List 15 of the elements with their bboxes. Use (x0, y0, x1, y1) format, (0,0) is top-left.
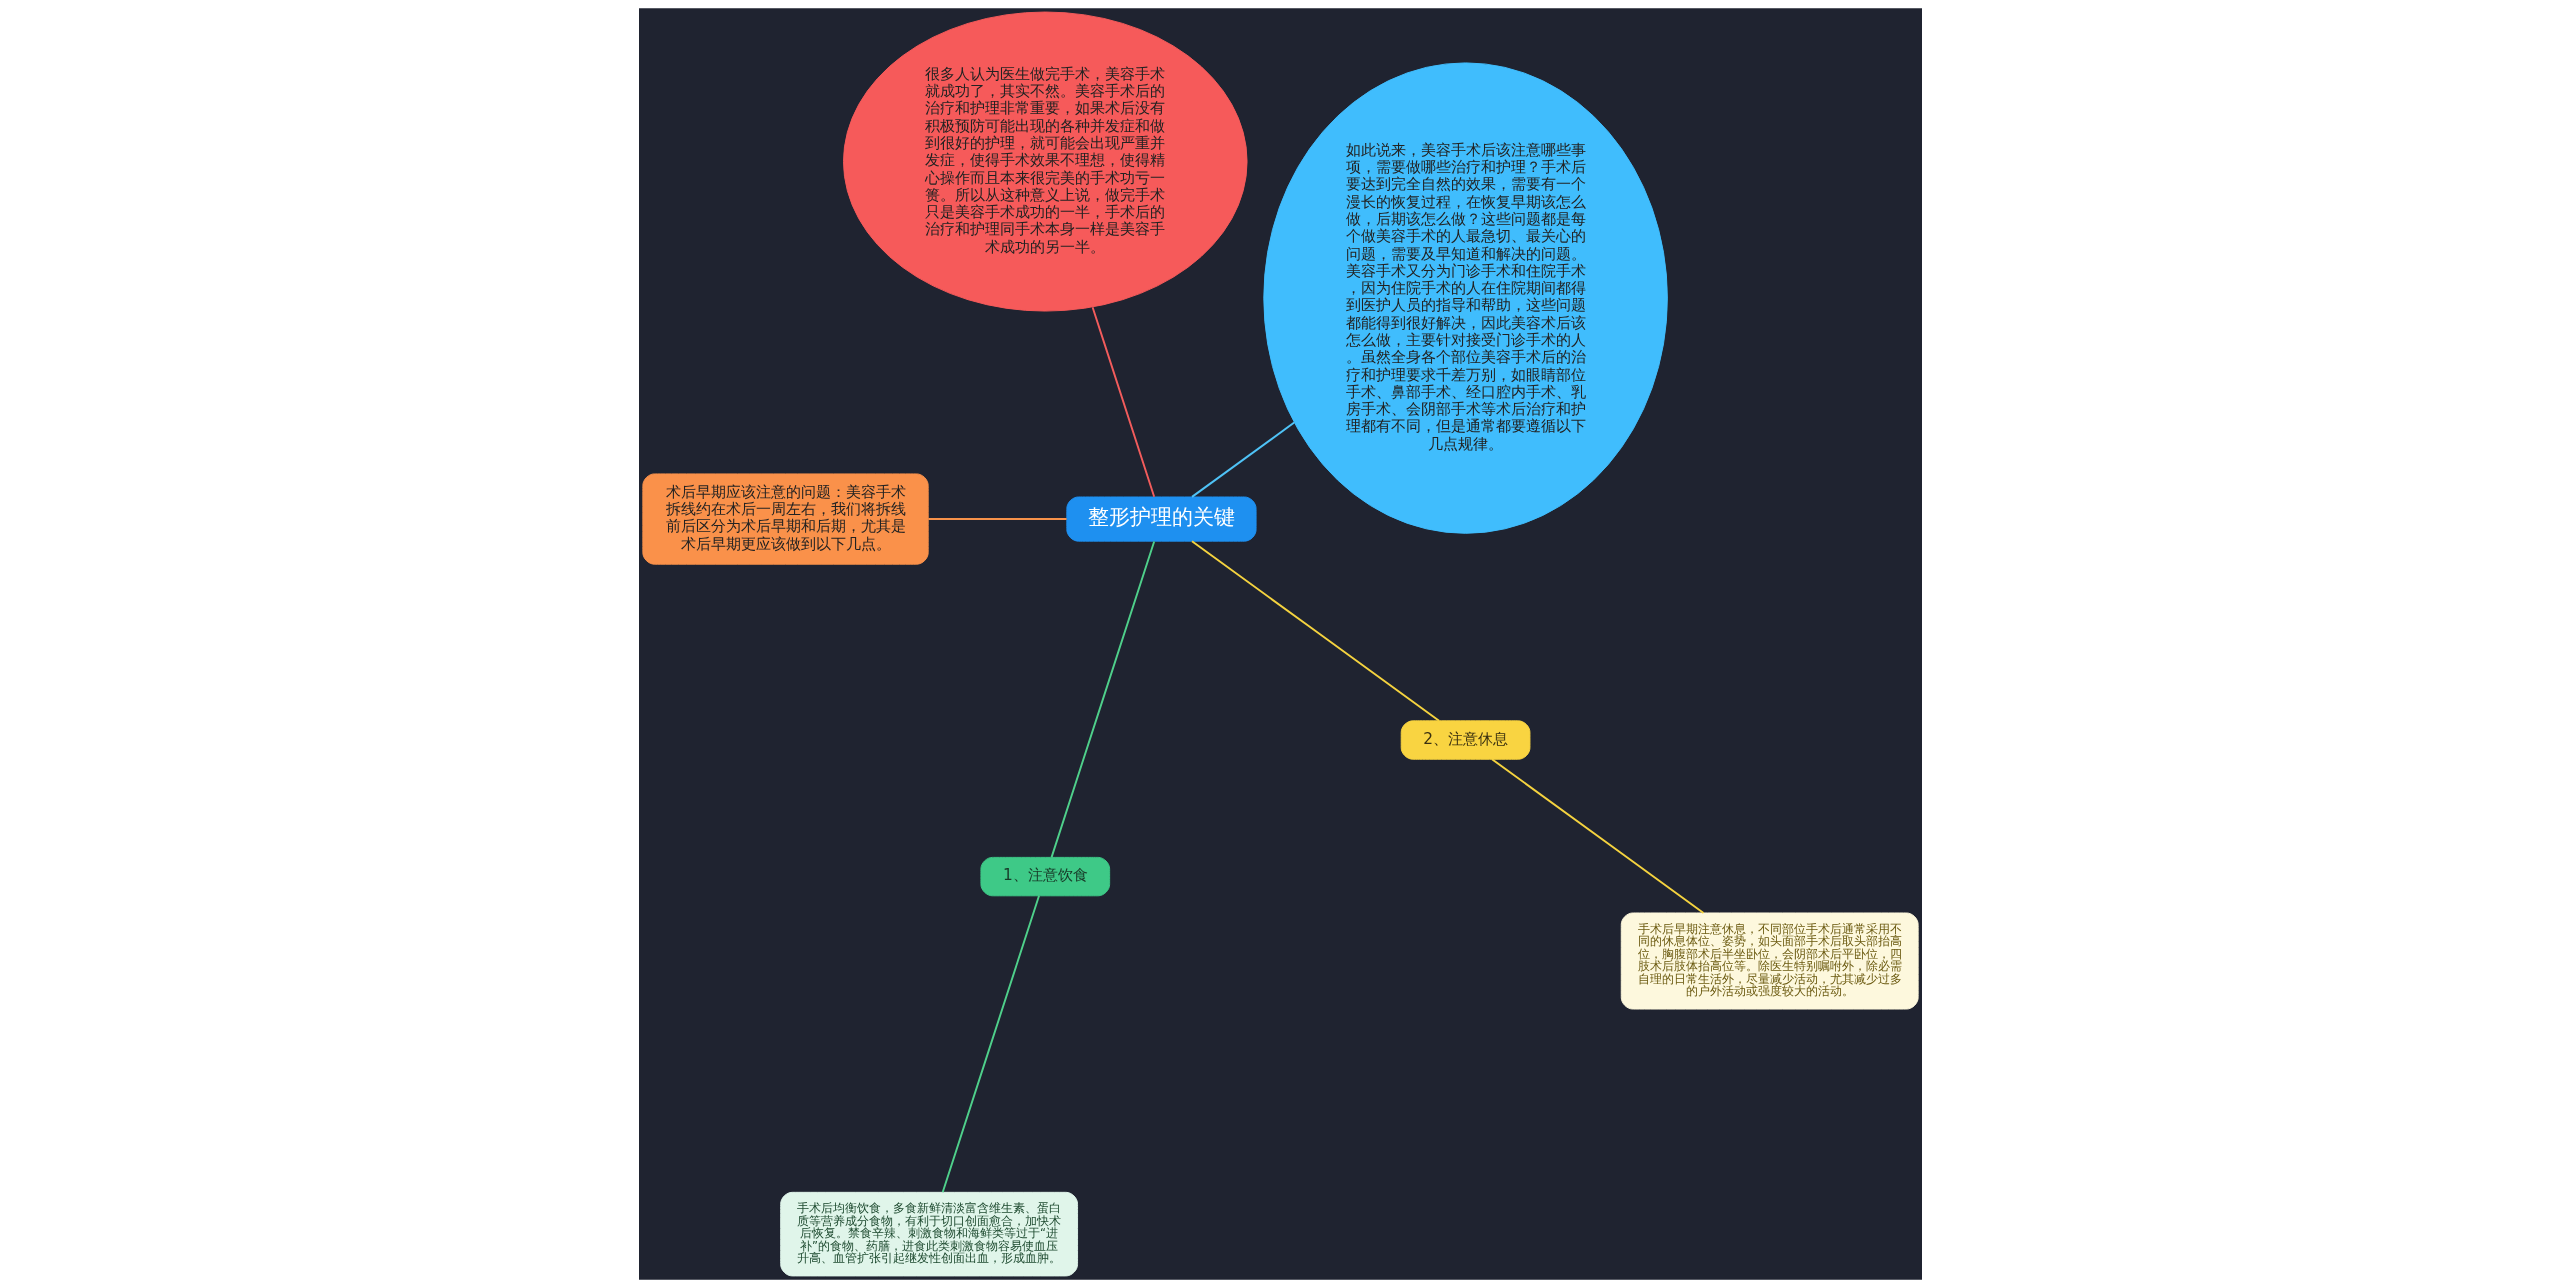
connector (1050, 540, 1155, 859)
connector (941, 894, 1040, 1194)
node-box: 1、注意饮食 (979, 856, 1110, 897)
connector (1190, 540, 1440, 722)
node-box: 整形护理的关键 (1065, 496, 1257, 542)
node-box: 术后早期应该注意的问题：美容手术拆线约在术后一周左右，我们将拆线前后区分为术后早期和后期，尤其是术后早期更应该做到以下几点。 (641, 473, 929, 565)
connector (1091, 306, 1155, 498)
node-box: 2、注意休息 (1400, 720, 1530, 760)
connector (1190, 421, 1295, 498)
node-box: 手术后早期注意休息，不同部位手术后通常采用不同的休息体位、姿势，如头面部手术后取头部抬高位，胸腹部术后半坐卧位，会阴部术后平卧位，四肢术后肢体抬高位等。除医生特别嘱咐外，除必需自理的日常生活外，尽量减少活动，尤其减少过多的户外活动或强度较大的活动。 (1620, 912, 1919, 1010)
connector (1490, 758, 1704, 914)
node-ellipse: 如此说来，美容手术后该注意哪些事项，需要做哪些治疗和护理？手术后要达到完全自然的效果，需要有一个漫长的恢复过程，在恢复早期该怎么做，后期该怎么做？这些问题都是每个做美容手术的人最急切、最关心的问题，需要及早知道和解决的问题。美容手术又分为门诊手术和住院手术，因为住院手术的人在住院期间都得到医护人员的指导和帮助，这些问题都能得到很好解决，因此美容术后该怎么做，主要针对接受门诊手术的人。虽然全身各个部位美容手术后的治疗和护理要求千差万别，如眼睛部位手术、鼻部手术、经口腔内手术、乳房手术、会阴部手术等术后治疗和护理都有不同，但是通常都要遵循以下几点规律。 (1262, 62, 1668, 534)
node-ellipse: 很多人认为医生做完手术，美容手术就成功了，其实不然。美容手术后的治疗和护理非常重要，如果术后没有积极预防可能出现的各种并发症和做到很好的护理，就可能会出现严重并发症，使得手术效果不理想，使得精心操作而且本来很完美的手术功亏一篑。所以从这种意义上说，做完手术只是美容手术成功的一半，手术后的治疗和护理同手术本身一样是美容手术成功的另一半。 (842, 11, 1248, 312)
connector (926, 518, 1068, 521)
node-box: 手术后均衡饮食，多食新鲜清淡富含维生素、蛋白质等营养成分食物，有利于切口创面愈合，加快术后恢复。禁食辛辣、刺激食物和海鲜类等过于“进补”的食物、药膳，进食此类刺激食物容易使血压升高、血管扩张引起继发性创面出血，形成血肿。 (779, 1191, 1078, 1277)
